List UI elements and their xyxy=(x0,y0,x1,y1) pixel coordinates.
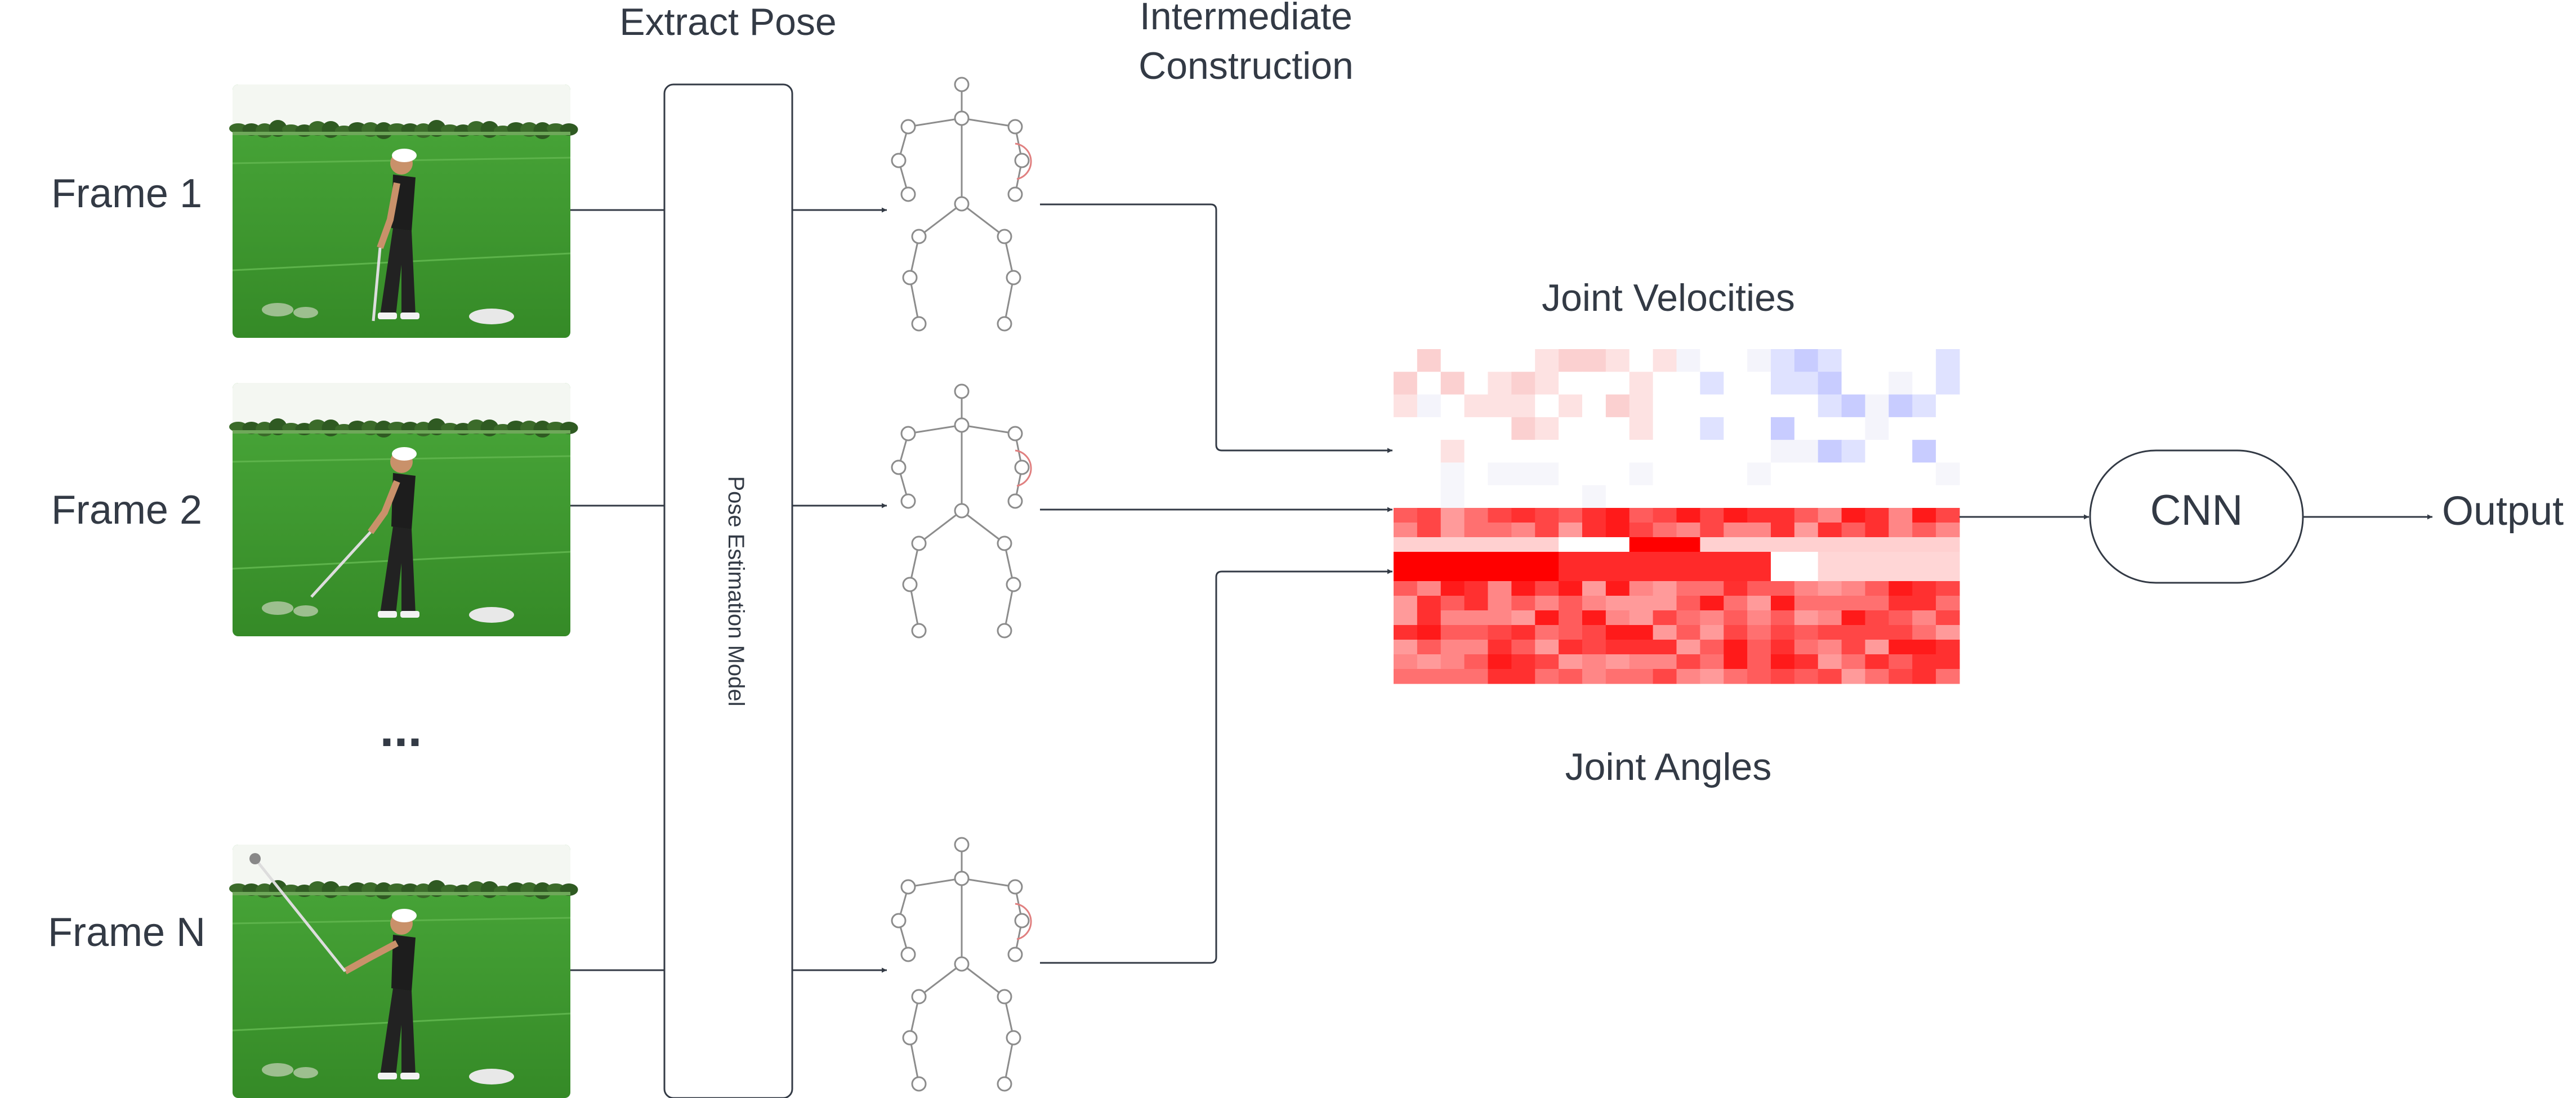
skeleton-joint xyxy=(900,426,916,441)
intermediate-header-line1: Intermediate xyxy=(1140,0,1352,38)
skeleton-joint xyxy=(954,871,970,886)
skeleton-joint xyxy=(911,535,927,551)
extract-pose-header: Extract Pose xyxy=(619,1,837,43)
joint-angle-arc xyxy=(1015,449,1032,487)
golfer xyxy=(372,149,419,322)
sky xyxy=(233,383,570,428)
golfer xyxy=(310,447,419,618)
skeleton-joint xyxy=(1006,1030,1021,1046)
skeleton-joint xyxy=(954,383,970,399)
skeleton-joint xyxy=(902,577,918,592)
frame-2-image xyxy=(229,383,578,636)
skeleton-joint xyxy=(900,947,916,962)
skeleton-joint xyxy=(900,493,916,509)
output-label: Output xyxy=(2442,489,2564,534)
skeleton-joint xyxy=(1007,879,1023,895)
frame-n-label: Frame N xyxy=(48,910,206,955)
pose-estimation-model-box xyxy=(663,83,793,1098)
skeleton-joint xyxy=(911,989,927,1005)
skeleton-joint xyxy=(954,956,970,972)
skeleton-joint xyxy=(911,1076,927,1092)
skeleton-joint xyxy=(891,459,907,475)
skeleton-joint xyxy=(954,110,970,126)
skeleton-joint xyxy=(1007,947,1023,962)
cnn-label: CNN xyxy=(2150,486,2243,534)
skeleton-joint xyxy=(997,989,1012,1005)
skeleton-joint xyxy=(954,417,970,433)
joint-angles-label: Joint Angles xyxy=(1565,746,1772,788)
skeleton-n-to-matrix-arrow xyxy=(1040,569,1392,964)
golfer xyxy=(249,853,419,1079)
joint-angle-arc xyxy=(1015,903,1032,940)
skeleton-joint xyxy=(891,153,907,168)
pose-skeleton-2 xyxy=(891,383,1032,639)
skeleton-joint xyxy=(954,837,970,852)
feature-heatmap xyxy=(1394,349,1960,684)
ellipsis: ... xyxy=(380,701,422,757)
skeleton-joint xyxy=(997,623,1012,639)
skeleton-joint xyxy=(997,316,1012,332)
skeleton-joint xyxy=(900,879,916,895)
skeleton-joint xyxy=(902,270,918,285)
skeleton-joint xyxy=(954,196,970,212)
skeleton-joint xyxy=(1014,459,1030,475)
skeleton-joint xyxy=(997,229,1012,244)
frame-1-label: Frame 1 xyxy=(51,171,202,216)
skeleton-joint xyxy=(1014,913,1030,929)
skeleton-joint xyxy=(997,1076,1012,1092)
skeleton-joint xyxy=(954,503,970,519)
golf-bag xyxy=(469,309,514,324)
golf-bag xyxy=(469,607,514,623)
intermediate-header-line2: Construction xyxy=(1139,44,1354,87)
skeleton-joint xyxy=(1007,119,1023,135)
skeleton-joint xyxy=(1014,153,1030,168)
frame-n-image xyxy=(229,845,578,1098)
skeleton-joint xyxy=(1007,493,1023,509)
skeleton-joint xyxy=(911,316,927,332)
skeleton-joint xyxy=(954,77,970,92)
skeleton-joint xyxy=(900,119,916,135)
skeleton-joint xyxy=(1007,426,1023,441)
sky xyxy=(233,84,570,130)
skeleton-joint xyxy=(902,1030,918,1046)
skeleton-joint xyxy=(911,623,927,639)
skeleton-joint xyxy=(911,229,927,244)
skeleton-joint xyxy=(1006,270,1021,285)
pose-skeleton-1 xyxy=(891,77,1032,332)
frame-1-image xyxy=(229,84,578,338)
frame-2-label: Frame 2 xyxy=(51,488,202,533)
skeleton-joint xyxy=(1007,186,1023,202)
skeleton-joint xyxy=(1006,577,1021,592)
joint-angle-arc xyxy=(1015,142,1032,180)
pose-estimation-model-label: Pose Estimation Model xyxy=(724,476,748,706)
pose-skeleton-n xyxy=(891,837,1032,1092)
sky xyxy=(233,845,570,890)
skeleton-joint xyxy=(900,186,916,202)
skeleton-joint xyxy=(997,535,1012,551)
joint-velocities-label: Joint Velocities xyxy=(1542,276,1795,319)
golf-bag xyxy=(469,1069,514,1084)
skeleton-joint xyxy=(891,913,907,929)
skeleton-1-to-matrix-arrow xyxy=(1040,203,1392,453)
